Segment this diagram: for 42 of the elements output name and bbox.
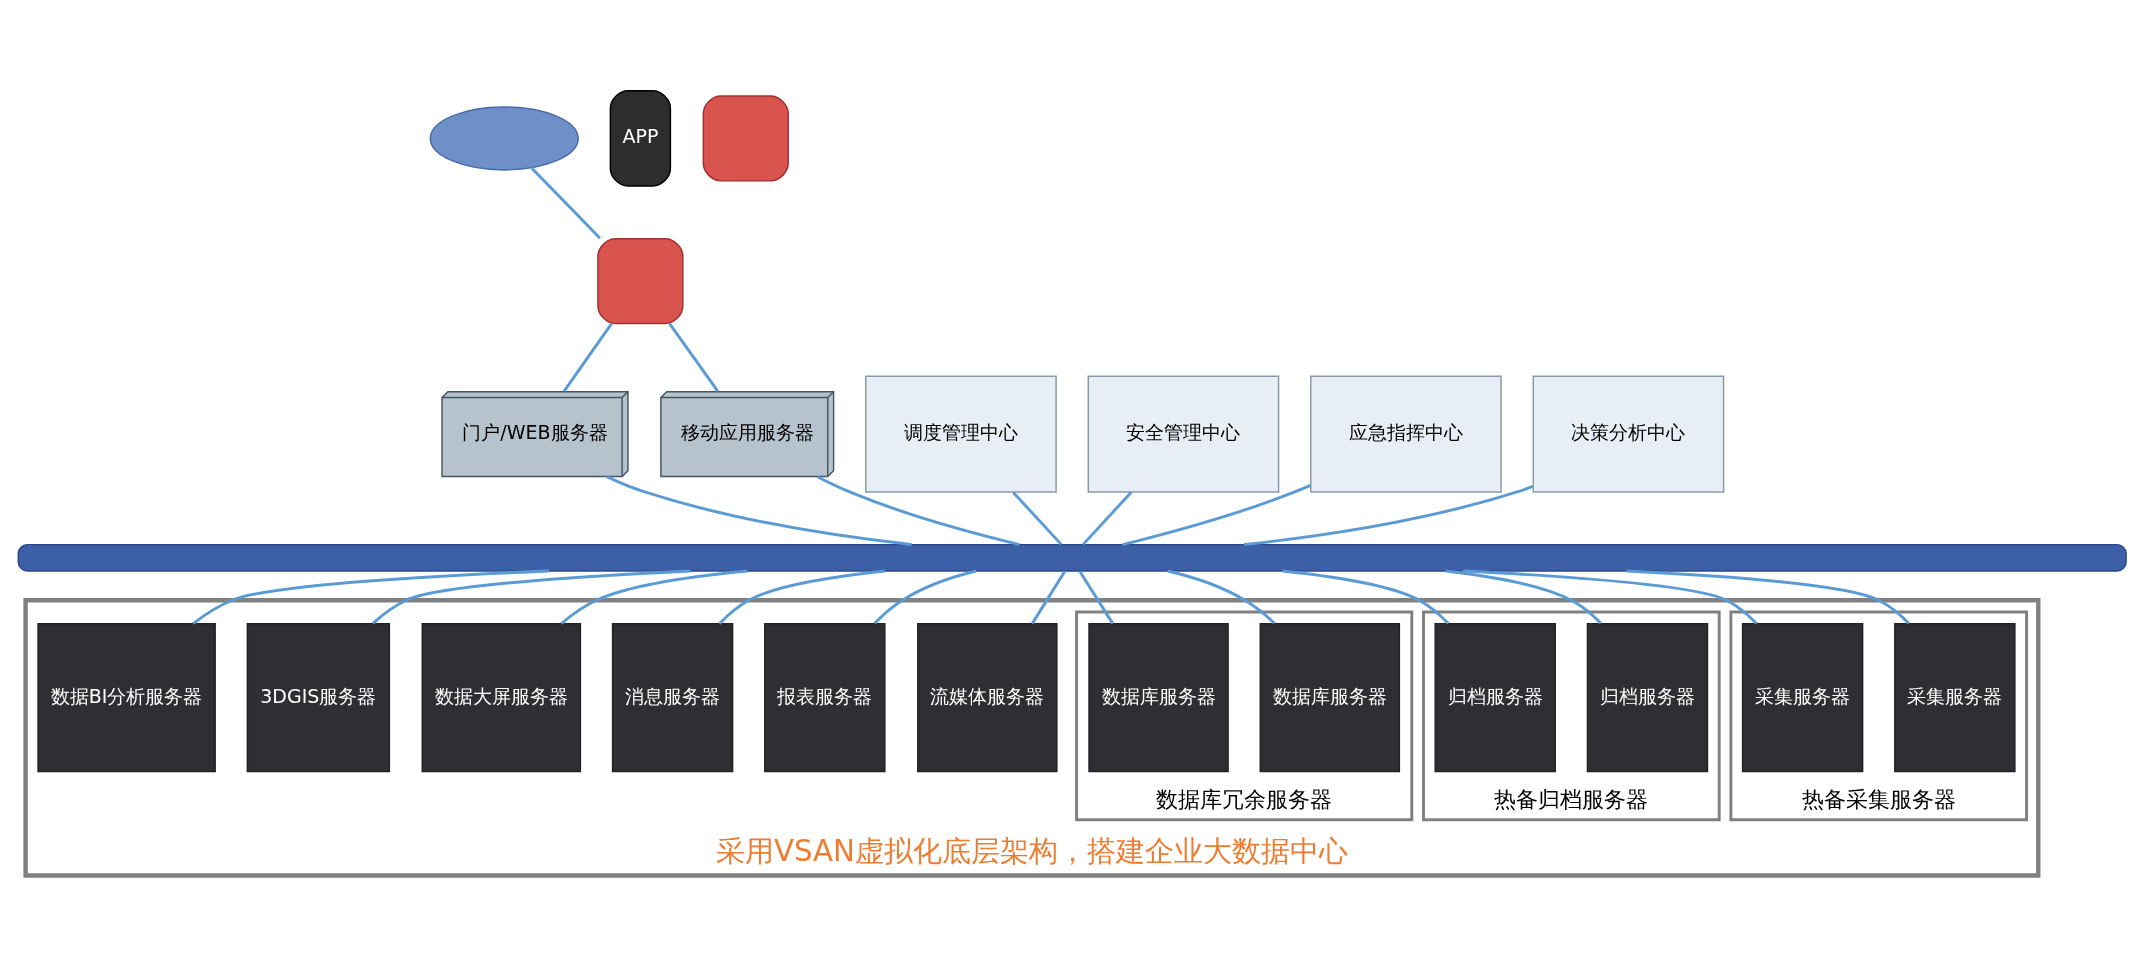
node-cloud (429, 106, 579, 171)
connector (873, 569, 977, 625)
node-box: 调度管理中心 (865, 375, 1057, 493)
node-box: 归档服务器 (1434, 622, 1556, 773)
connector (816, 475, 1020, 546)
connector (1082, 491, 1133, 546)
connector (372, 569, 691, 625)
node-box: 报表服务器 (764, 622, 886, 773)
connector (1167, 569, 1276, 625)
node-box: 采集服务器 (1741, 622, 1864, 773)
connector (1445, 569, 1602, 625)
connector (668, 322, 719, 393)
node-box: 归档服务器 (1586, 622, 1709, 773)
node-box (597, 237, 684, 325)
connector (1626, 569, 1910, 625)
connector (1282, 569, 1450, 625)
node-box: 流媒体服务器 (917, 622, 1058, 773)
connector (1243, 485, 1534, 547)
connector (1012, 491, 1063, 546)
connector (562, 322, 613, 393)
connector (1462, 569, 1758, 625)
connector (1078, 570, 1115, 625)
node-box: 应急指挥中心 (1310, 375, 1502, 493)
node-box: 3DGIS服务器 (246, 622, 391, 773)
connector (1122, 483, 1312, 547)
node-box: 安全管理中心 (1087, 375, 1280, 493)
connector (530, 167, 601, 240)
node-box (702, 95, 789, 182)
connector (192, 569, 549, 625)
node-box: 数据BI分析服务器 (37, 622, 216, 773)
node-box: APP (609, 90, 672, 187)
node-box: 数据库服务器 (1088, 622, 1229, 773)
connector (560, 569, 748, 625)
node-box: 数据库服务器 (1259, 622, 1401, 773)
node-box: 采集服务器 (1894, 622, 2016, 773)
node-box: 数据大屏服务器 (421, 622, 582, 773)
connector (718, 569, 885, 625)
node-bar (17, 543, 2127, 572)
connector (606, 475, 912, 546)
connector (1031, 570, 1066, 625)
node-box: 决策分析中心 (1532, 375, 1725, 493)
node-box: 消息服务器 (611, 622, 734, 773)
